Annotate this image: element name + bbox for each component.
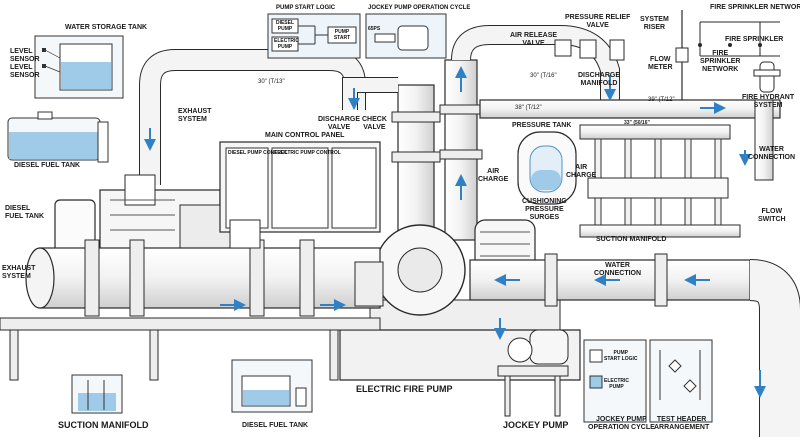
water-connection-mid-label: WATER CONNECTION [594,262,642,277]
jockey-pump [497,329,569,417]
jockey-cycle-inset [365,13,447,59]
air-charge-label-2: AIR CHARGE [566,164,597,179]
pressure-tank-label: PRESSURE TANK [512,122,572,129]
diesel-fuel-tank-inset [231,359,313,413]
level-sensor-label-2: LEVEL SENSOR [10,64,40,79]
diesel-fuel-tank-top [7,111,109,163]
exhaust-system-left-label: EXHAUST SYSTEM [2,265,36,280]
exhaust-pipe [139,49,366,185]
pump-start-box-label: PUMP START [333,29,351,41]
diesel-fuel-tank-bottom-label: DIESEL FUEL TANK [242,422,309,429]
exhaust-system-top-label: EXHAUST SYSTEM [178,108,212,123]
bottom-logic-inset [583,339,647,423]
electric-fire-pump-label: ELECTRIC FIRE PUMP [356,384,453,394]
discharge-manifold-label: DISCHARGE MANIFOLD [578,72,621,87]
jockey-pump-label: JOCKEY PUMP [503,420,569,430]
diesel-pump-box-label: DIESEL PUMP [275,20,295,32]
suction-pipe [25,219,800,437]
discharge-valve-label: DISCHARGE VALVE [318,116,361,131]
dimension-38: 38" (T/12" [515,105,542,111]
bottom-electric-pump-label: ELECTRIC PUMP [604,378,629,390]
flow-switch-label: FLOW SWITCH [758,208,786,223]
relief-valves [554,39,625,61]
dimension-30: 30" (T/13" [258,79,285,85]
pump-start-logic-inset [267,13,361,59]
water-storage-tank [34,35,124,99]
fire-sprinkler-network-label: FIRE SPRINKLER NETWORK [700,50,741,73]
pressure-tank [517,131,577,205]
suction-manifold-bottom-label: SUCTION MANIFOLD [58,420,149,430]
diesel-fuel-tank-side-label: DIESEL FUEL TANK [5,205,45,220]
fire-sprinkler-network-top-label: FIRE SPRINKLER NETWORK [710,4,800,11]
pump-start-logic-title: PUMP START LOGIC [276,5,336,11]
dimension-33: 33" (50/16" [624,120,650,126]
level-sensor-label: LEVEL SENSOR [10,48,40,63]
air-release-valve-label: AIR RELEASE VALVE [510,32,558,47]
electric-panel-header: ELECTRIC PUMP CONTROL [274,150,341,156]
check-valve-label: CHECK VALVE [362,116,387,131]
water-storage-tank-label: WATER STORAGE TANK [65,24,148,31]
dimension-39: 39" (T/12" [648,97,675,103]
jockey-cycle-psi: 65ps [368,26,381,32]
suction-manifold-mid-label: SUCTION MANIFOLD [596,236,667,243]
discharge-manifold [479,99,781,238]
pressure-relief-valve-label: PRESSURE RELIEF VALVE [565,14,631,29]
main-control-panel-label: MAIN CONTROL PANEL [265,132,345,139]
bottom-pump-start-logic-label: PUMP START LOGIC [604,350,638,362]
fire-hydrant-system-label: FIRE HYDRANT SYSTEM [742,94,795,109]
flow-meter-label: FLOW METER [648,56,673,71]
dimension-30b: 30" (T/16" [530,73,557,79]
flow-arrows [144,66,766,398]
fire-hydrant [753,61,781,93]
main-control-panel [219,141,381,233]
discharge-column [342,25,620,241]
sprinkler-network [675,10,780,100]
suction-manifold-inset [71,374,123,414]
jockey-cycle-title: JOCKEY PUMP OPERATION CYCLE [368,5,471,11]
test-header-label: TEST HEADER ARRANGEMENT [654,416,710,431]
test-header-inset [649,339,713,423]
electric-pump-box-label: ELECTRIC PUMP [274,38,299,50]
diesel-fuel-tank-label: DIESEL FUEL TANK [14,162,81,169]
system-riser-label: SYSTEM RISER [640,16,669,31]
diesel-panel-header: DIESEL PUMP CONTROL [228,150,288,156]
air-charge-label: AIR CHARGE [478,168,509,183]
water-connection-right-label: WATER CONNECTION [748,146,796,161]
fire-sprinkler-label: FIRE SPRINKLER [725,36,784,43]
jockey-op-cycle-bottom-label: JOCKEY PUMP OPERATION CYCLE [588,416,655,431]
base-frame [0,317,381,381]
cushioning-label: CUSHIONING PRESSURE SURGES [522,198,567,221]
